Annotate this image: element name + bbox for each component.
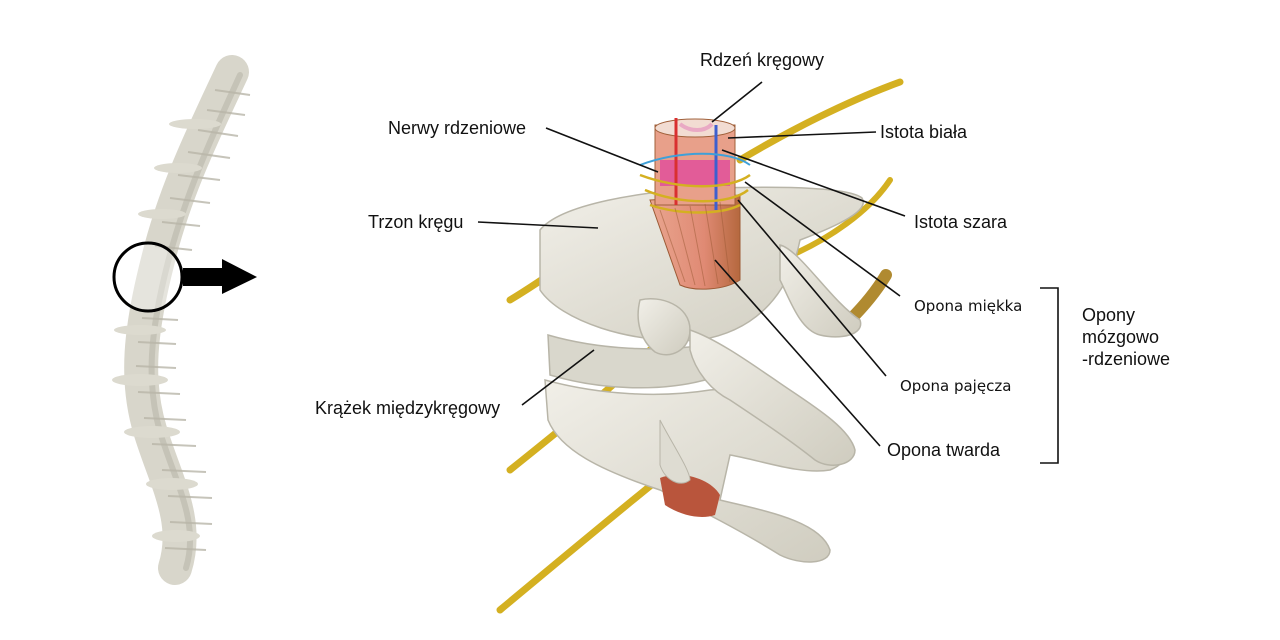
label-spinal-nerves: Nerwy rdzeniowe (388, 118, 527, 138)
spine-segments (135, 89, 251, 551)
zoom-circle-icon (112, 241, 184, 313)
meninges-line-3: -rdzeniowe (1082, 349, 1171, 369)
meninges-bracket (1040, 287, 1059, 464)
leader-intervertebral-disc (521, 349, 595, 406)
meninges-line-1: Opony (1082, 305, 1136, 325)
label-vertebral-body: Trzon kręgu (368, 212, 464, 232)
vertebra-detail-illustration (496, 78, 904, 614)
leader-vertebral-body (477, 221, 599, 229)
meninges-line-2: mózgowo (1082, 327, 1160, 347)
leader-spinal-cord (711, 81, 763, 123)
spine-column (124, 55, 249, 585)
leader-spinal-nerves (545, 127, 659, 173)
label-white-matter: Istota biała (880, 122, 968, 142)
lower-dura-segment (660, 474, 720, 517)
label-arachnoid-mater: Opona pajęcza (900, 377, 1012, 395)
leader-pia-mater (744, 181, 901, 297)
leader-dura-mater (714, 259, 881, 447)
label-dura-mater: Opona twarda (887, 440, 1001, 460)
spine-processes (112, 119, 221, 542)
label-meninges-group: Opony mózgowo -rdzeniowe (1082, 304, 1170, 370)
leader-lines (477, 81, 1059, 464)
leader-arachnoid-mater (737, 199, 887, 377)
full-spine-illustration (112, 55, 251, 585)
transverse-process (779, 244, 862, 338)
leader-gray-matter (721, 149, 906, 217)
label-intervertebral-disc: Krążek międzykręgowy (315, 398, 501, 418)
leader-white-matter (727, 131, 877, 139)
spinous-process (689, 328, 856, 466)
spinal-cord-column (639, 118, 751, 290)
arrow-right-icon (183, 259, 257, 294)
label-pia-mater: Opona miękka (914, 297, 1023, 315)
articular-process (637, 298, 691, 356)
label-spinal-cord: Rdzeń kręgowy (700, 50, 825, 70)
label-gray-matter: Istota szara (914, 212, 1008, 232)
